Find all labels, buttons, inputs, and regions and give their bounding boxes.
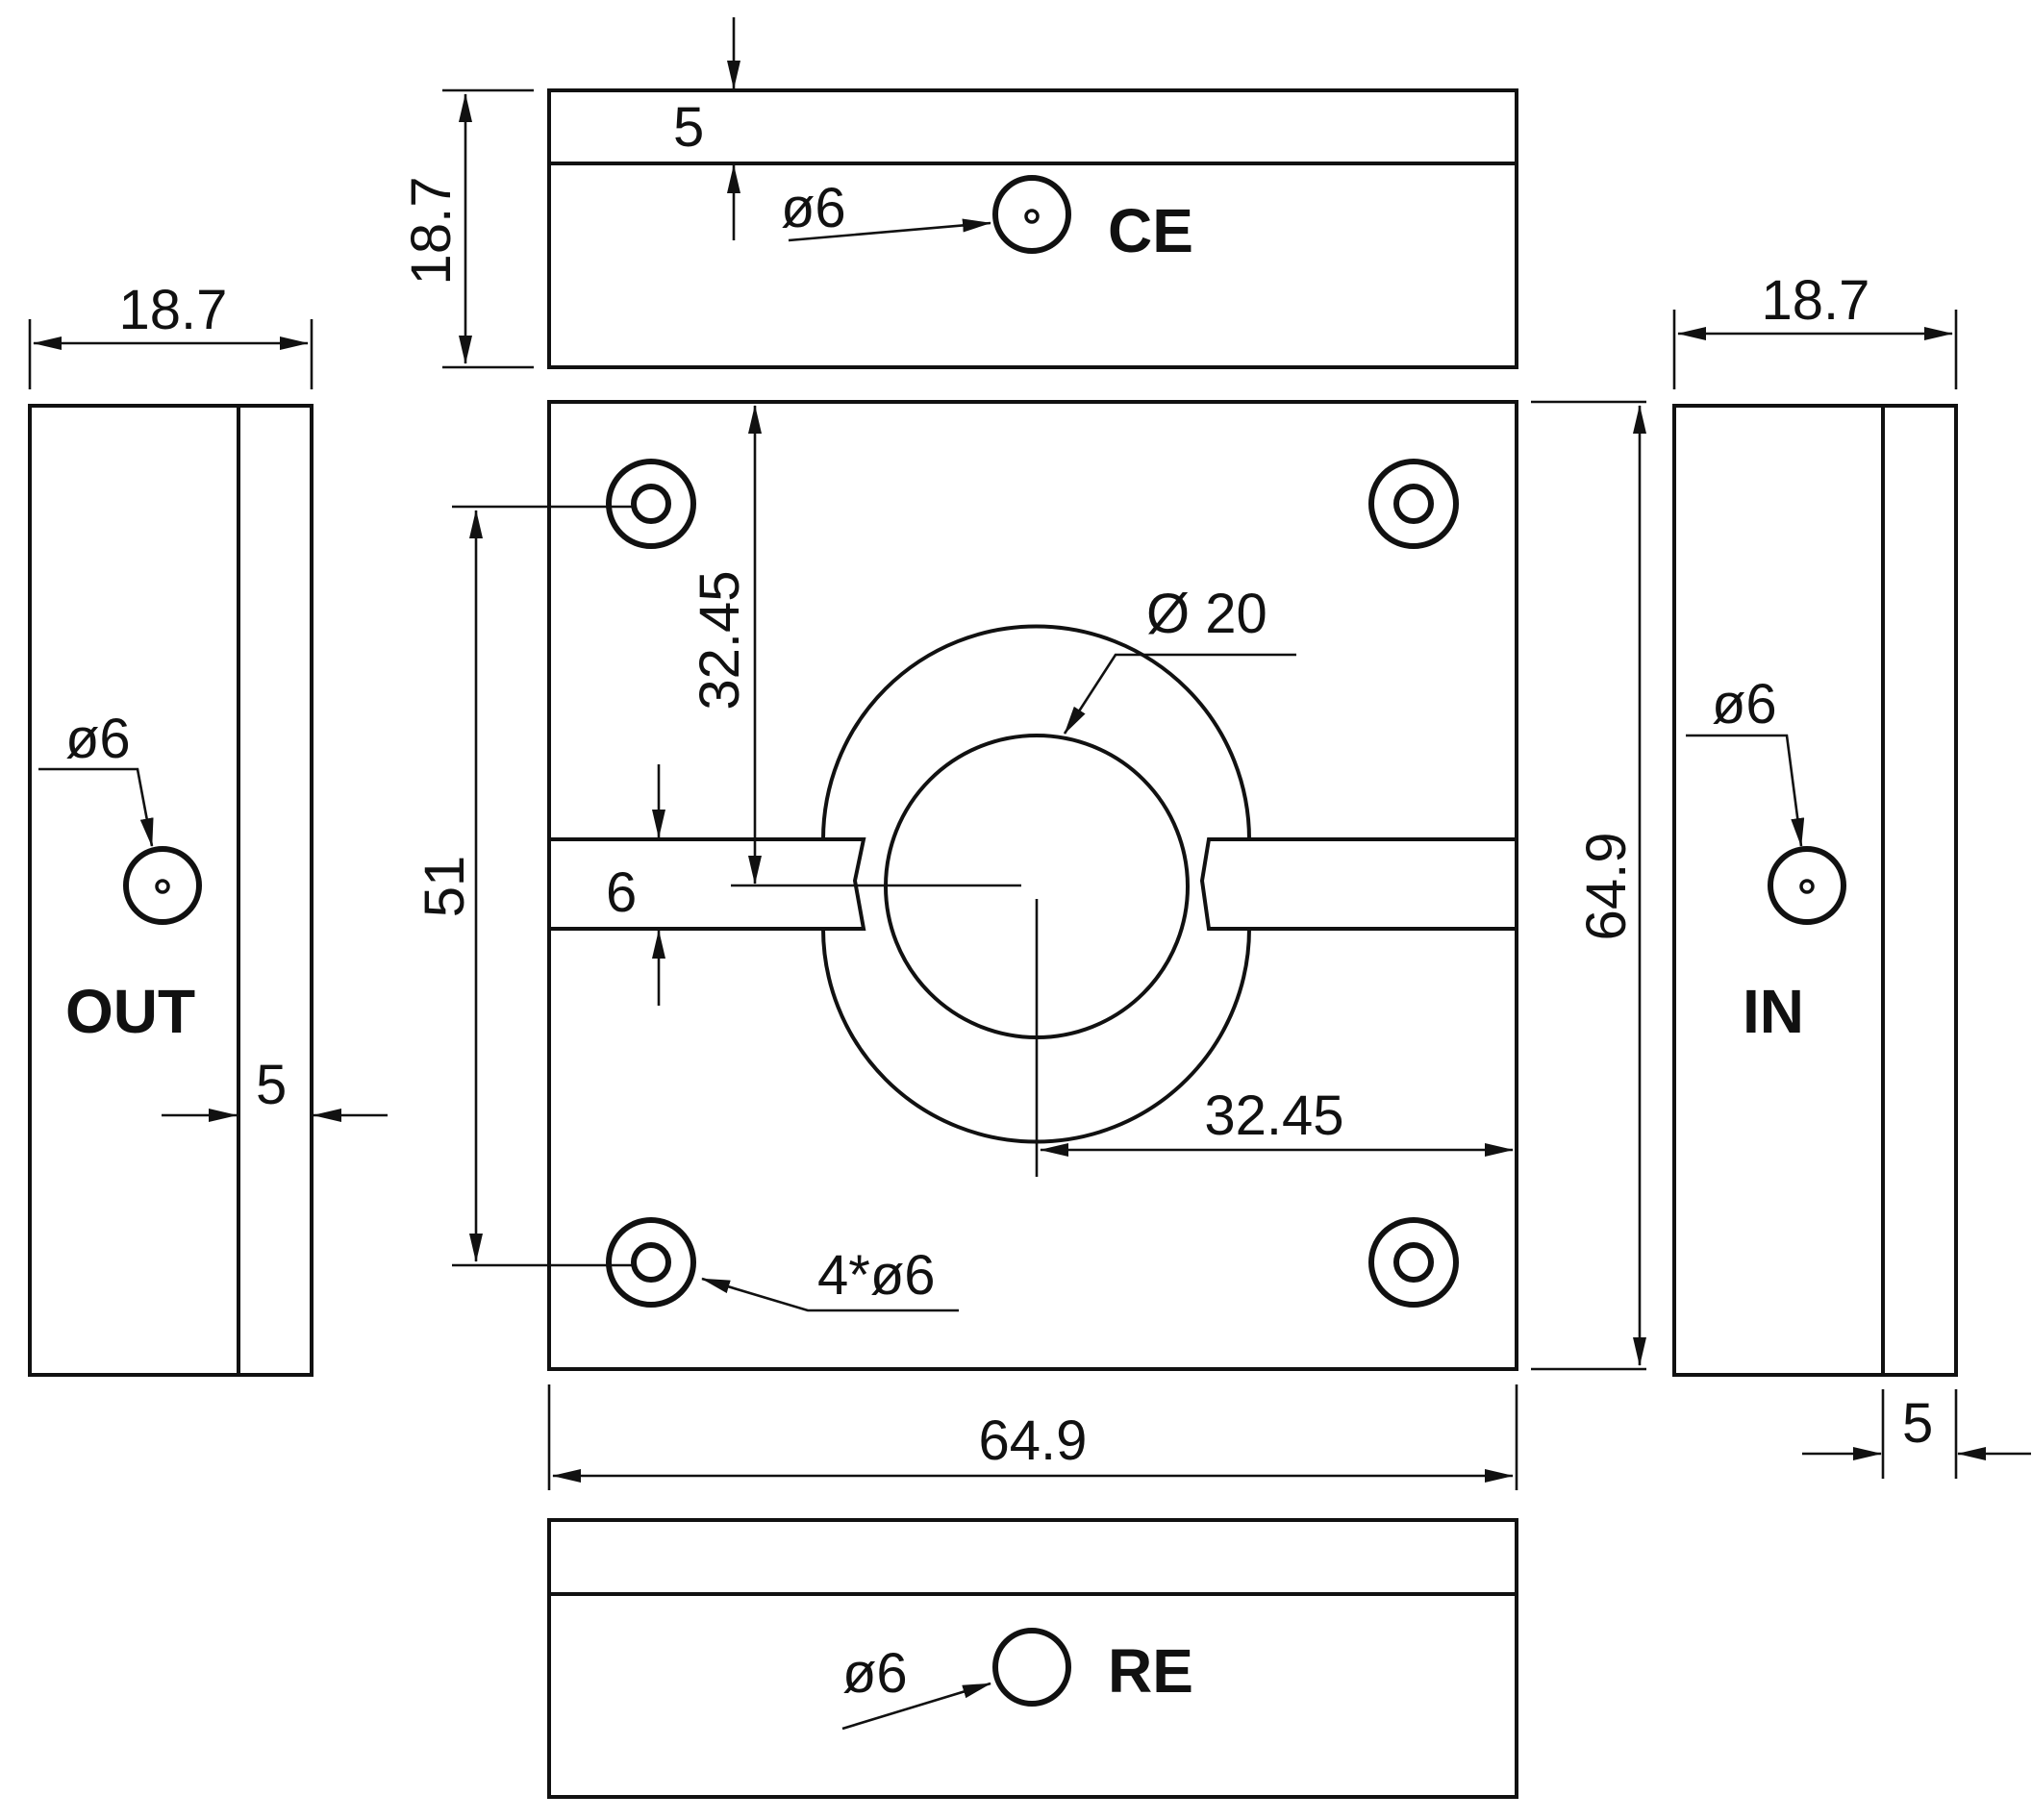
center-offset-v-value: 32.45 <box>689 570 751 710</box>
ce-port-leader <box>788 218 991 242</box>
in-port-icon <box>1768 846 1846 925</box>
mount-hole-callout: 4*ø6 <box>817 1244 936 1307</box>
mount-hole-icon <box>1368 459 1459 549</box>
plate-width-value: 64.9 <box>979 1409 1088 1472</box>
in-view: IN ø6 18.7 5 <box>1672 269 2031 1479</box>
channel-left <box>549 837 866 931</box>
out-port-callout: ø6 <box>65 708 131 770</box>
re-port-callout: ø6 <box>842 1642 908 1705</box>
ce-view: CE ø6 18.7 5 <box>400 17 1518 369</box>
mount-hole-icon <box>606 459 696 549</box>
mount-hole-leader <box>701 1277 959 1312</box>
out-wall-value: 5 <box>256 1054 287 1116</box>
ce-port-callout: ø6 <box>781 177 846 239</box>
out-port-icon <box>123 846 202 925</box>
ce-body <box>547 88 1518 369</box>
channel-right <box>1199 837 1517 931</box>
center-offset-h-value: 32.45 <box>1204 1085 1343 1147</box>
out-view: OUT ø6 18.7 5 <box>28 279 388 1377</box>
bore-diameter-value: Ø 20 <box>1146 583 1267 645</box>
mount-hole-icon <box>1368 1217 1459 1308</box>
ce-height-value: 18.7 <box>400 177 463 286</box>
in-port-callout: ø6 <box>1712 673 1777 735</box>
re-port-icon <box>992 1628 1071 1707</box>
re-view: RE ø6 <box>547 1518 1518 1799</box>
out-body <box>28 404 314 1377</box>
plate-body <box>547 400 1518 1371</box>
in-port-leader <box>1686 734 1805 847</box>
re-port-leader <box>841 1682 991 1731</box>
main-plate: 51 32.45 6 32.45 Ø 20 4*ø6 64.9 64.9 <box>414 400 1646 1490</box>
out-label: OUT <box>65 977 195 1046</box>
ce-wall-value: 5 <box>673 96 704 159</box>
out-port-leader <box>38 767 154 847</box>
out-width-value: 18.7 <box>119 279 228 341</box>
plate-height-value: 64.9 <box>1575 833 1638 941</box>
bore-leader <box>1063 653 1296 735</box>
re-body <box>547 1518 1518 1799</box>
in-width-value: 18.7 <box>1762 269 1870 332</box>
re-label: RE <box>1108 1636 1193 1706</box>
spacing-value: 51 <box>414 856 476 918</box>
channel-width-value: 6 <box>606 861 637 924</box>
in-label: IN <box>1743 977 1804 1046</box>
mount-hole-icon <box>606 1217 696 1308</box>
ce-label: CE <box>1108 196 1193 265</box>
bore-outer-ring-top <box>821 624 1251 840</box>
in-body <box>1672 404 1958 1377</box>
in-wall-value: 5 <box>1902 1392 1933 1455</box>
ce-port-icon <box>992 175 1071 254</box>
